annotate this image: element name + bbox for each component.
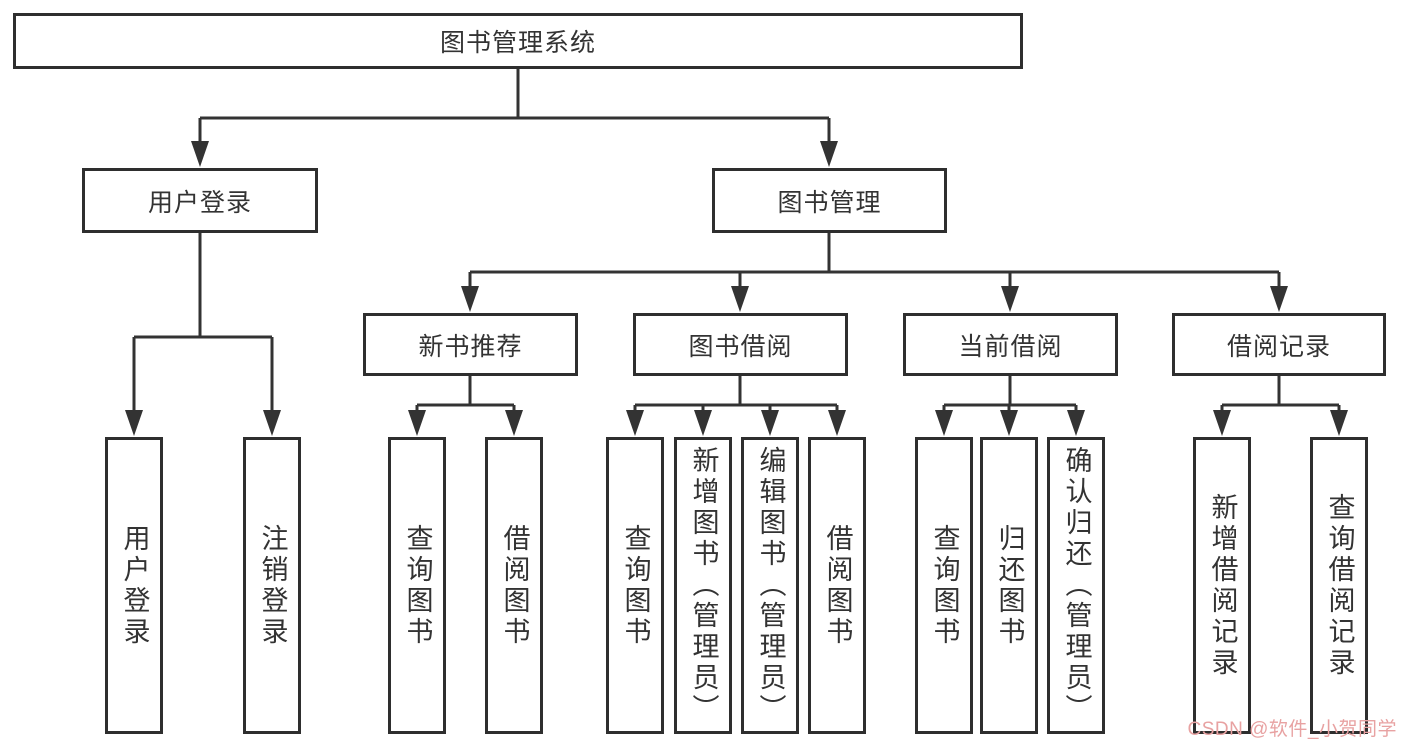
node-book-management: 图书管理 — [712, 168, 947, 233]
node-label: 图书管理 — [777, 188, 882, 217]
node-edit-books-admin: 编辑图书（管理员） — [741, 437, 799, 734]
node-add-borrow-record: 新增借阅记录 — [1193, 437, 1251, 734]
node-query-borrow-record: 查询借阅记录 — [1310, 437, 1368, 734]
node-confirm-return-admin: 确认归还（管理员） — [1047, 437, 1105, 734]
node-label: 借阅图书 — [499, 523, 530, 648]
node-borrowing-records: 借阅记录 — [1172, 313, 1386, 376]
node-book-borrowing: 图书借阅 — [633, 313, 848, 376]
node-label: 查询图书 — [929, 523, 960, 648]
node-add-books-admin: 新增图书（管理员） — [674, 437, 732, 734]
node-return-books: 归还图书 — [980, 437, 1038, 734]
node-label: 新增借阅记录 — [1207, 492, 1238, 679]
node-label: 用户登录 — [119, 523, 150, 648]
node-label: 确认归还（管理员） — [1061, 446, 1092, 725]
node-user-login-leaf: 用户登录 — [105, 437, 163, 734]
node-label: 新增图书（管理员） — [688, 446, 719, 725]
node-label: 查询图书 — [402, 523, 433, 648]
arrowheads — [125, 141, 1348, 436]
node-query-books-current: 查询图书 — [915, 437, 973, 734]
node-label: 查询借阅记录 — [1324, 492, 1355, 679]
node-logout-leaf: 注销登录 — [243, 437, 301, 734]
node-label: 注销登录 — [257, 523, 288, 648]
node-label: 图书借阅 — [688, 332, 793, 361]
node-label: 归还图书 — [994, 523, 1025, 648]
node-label: 借阅记录 — [1226, 332, 1331, 361]
node-label: 用户登录 — [147, 188, 252, 217]
node-label: 编辑图书（管理员） — [755, 446, 786, 725]
node-label: 借阅图书 — [822, 523, 853, 648]
node-borrow-books-leaf: 借阅图书 — [808, 437, 866, 734]
node-current-borrowing: 当前借阅 — [903, 313, 1118, 376]
node-query-books-borrow: 查询图书 — [606, 437, 664, 734]
node-label: 新书推荐 — [418, 332, 523, 361]
node-label: 当前借阅 — [958, 332, 1063, 361]
csdn-watermark: CSDN @软件_小贺同学 — [1187, 719, 1397, 740]
node-library-management-system: 图书管理系统 — [13, 13, 1023, 69]
node-label: 图书管理系统 — [439, 29, 596, 57]
node-borrow-books-recommend: 借阅图书 — [485, 437, 543, 734]
node-new-book-recommend: 新书推荐 — [363, 313, 578, 376]
node-user-login: 用户登录 — [82, 168, 318, 233]
node-query-books-recommend: 查询图书 — [388, 437, 446, 734]
node-label: 查询图书 — [620, 523, 651, 648]
